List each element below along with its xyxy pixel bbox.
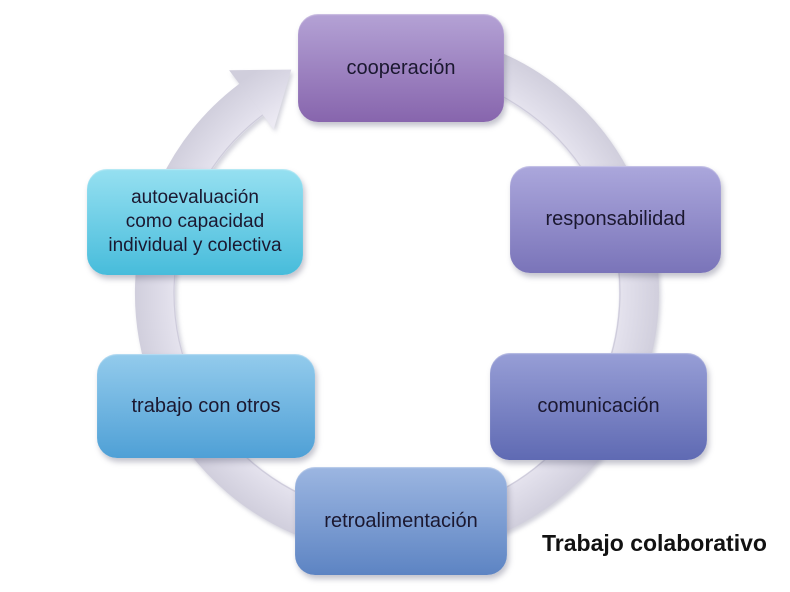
node-autoevaluacion: autoevaluación como capacidad individual…: [87, 169, 303, 275]
node-retroalimentacion: retroalimentación: [295, 467, 507, 575]
node-label: cooperación: [346, 56, 456, 79]
node-label: autoevaluación como capacidad individual…: [108, 187, 282, 256]
node-trabajo-con-otros: trabajo con otros: [97, 354, 315, 458]
node-comunicacion: comunicación: [490, 353, 707, 460]
node-label: responsabilidad: [545, 208, 686, 230]
node-label: comunicación: [537, 395, 660, 417]
cycle-ring-arc: [134, 39, 659, 556]
diagram-title: Trabajo colaborativo: [542, 530, 767, 556]
cycle-arrowhead-icon: [229, 69, 292, 130]
node-label: trabajo con otros: [131, 394, 281, 417]
node-label: retroalimentación: [324, 509, 478, 532]
node-responsabilidad: responsabilidad: [510, 166, 721, 273]
node-cooperacion: cooperación: [298, 14, 504, 122]
